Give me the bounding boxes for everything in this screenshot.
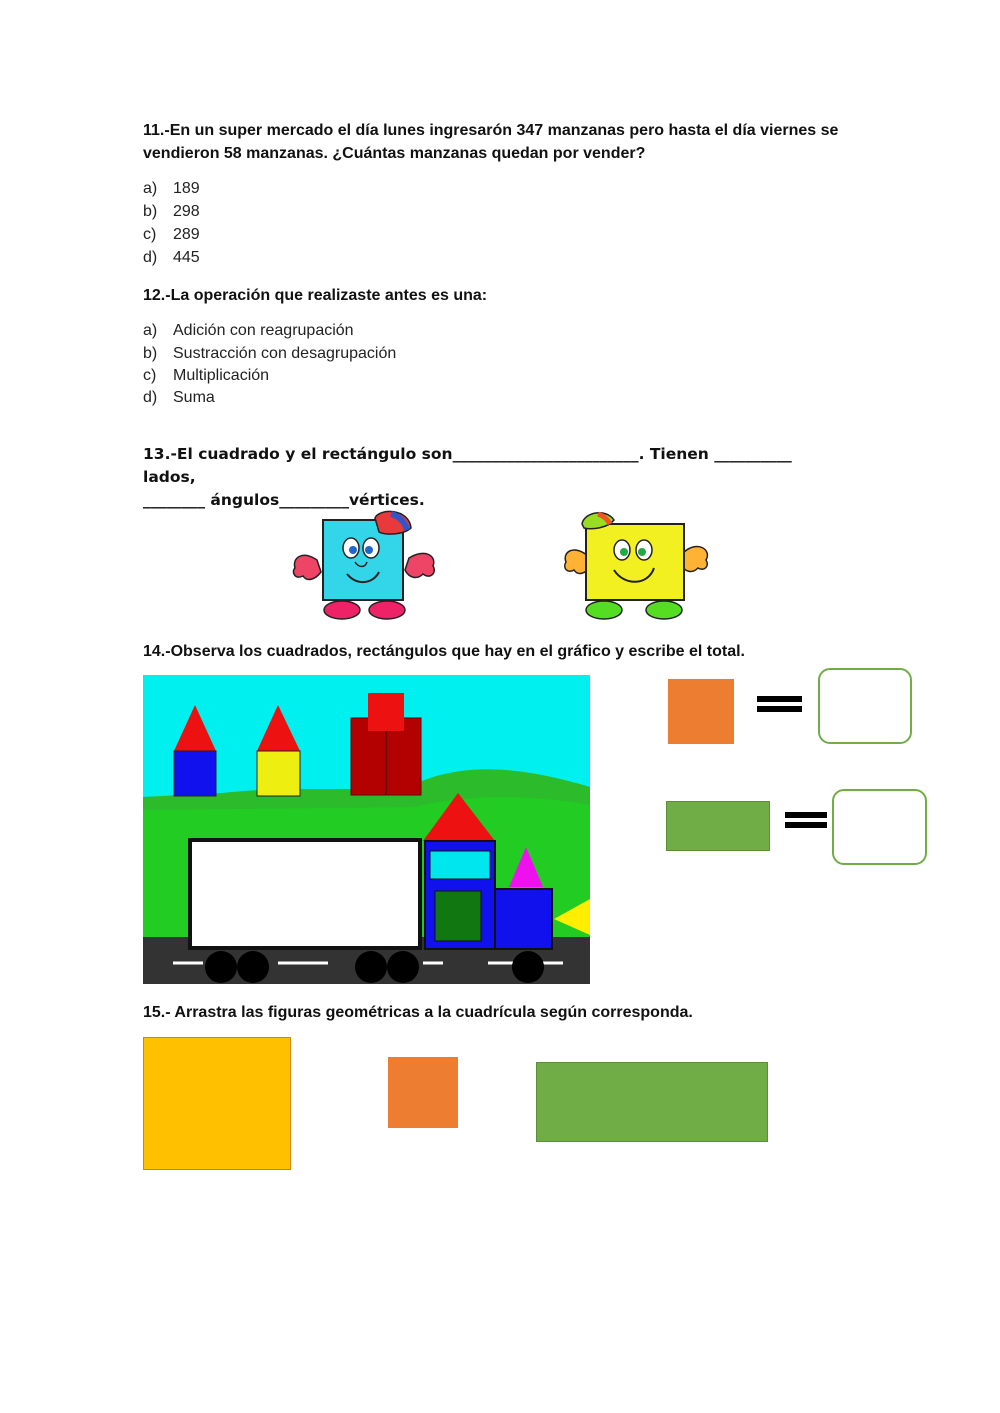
draggable-green-rectangle[interactable] xyxy=(536,1062,768,1142)
q11-option-d[interactable]: d) 445 xyxy=(143,248,200,268)
q11-option-c[interactable]: c) 289 xyxy=(143,225,200,245)
square-mascot-image xyxy=(292,510,435,620)
option-text: Suma xyxy=(173,389,215,406)
option-text: Sustracción con desagrupación xyxy=(173,345,397,362)
green-rectangle-shape xyxy=(666,801,770,851)
option-letter: d) xyxy=(143,249,158,266)
q12-option-c[interactable]: c) Multiplicación xyxy=(143,366,269,386)
option-text: 289 xyxy=(173,226,200,243)
option-letter: a) xyxy=(143,322,158,339)
option-letter: c) xyxy=(143,226,157,243)
option-letter: c) xyxy=(143,367,157,384)
option-text: 189 xyxy=(173,180,200,197)
draggable-orange-square[interactable] xyxy=(388,1057,458,1128)
q15-title: 15.- Arrastra las figuras geométricas a … xyxy=(143,1004,693,1021)
option-letter: b) xyxy=(143,203,158,220)
q11-option-a[interactable]: a) 189 xyxy=(143,179,200,199)
q13-line1: 13.-El cuadrado y el rectángulo son_____… xyxy=(143,445,792,486)
squares-total-answer-box[interactable] xyxy=(818,668,912,744)
q12-option-b[interactable]: b) Sustracción con desagrupación xyxy=(143,344,396,364)
option-letter: a) xyxy=(143,180,158,197)
q14-title: 14.-Observa los cuadrados, rectángulos q… xyxy=(143,643,745,660)
q12-title: 12.-La operación que realizaste antes es… xyxy=(143,287,488,304)
rectangle-mascot-image xyxy=(563,511,709,620)
orange-square-shape xyxy=(668,679,734,744)
q12-option-d[interactable]: d) Suma xyxy=(143,388,215,408)
option-text: Multiplicación xyxy=(173,367,270,384)
q11-title-line1: 11.-En un super mercado el día lunes ing… xyxy=(143,122,839,139)
rectangles-total-answer-box[interactable] xyxy=(832,789,927,865)
option-text: 445 xyxy=(173,249,200,266)
q11-option-b[interactable]: b) 298 xyxy=(143,202,200,222)
q11-title: 11.-En un super mercado el día lunes ing… xyxy=(143,119,863,165)
draggable-yellow-square[interactable] xyxy=(143,1037,291,1170)
q13-title: 13.-El cuadrado y el rectángulo son_____… xyxy=(143,443,843,512)
equals-sign xyxy=(785,812,827,832)
option-text: 298 xyxy=(173,203,200,220)
shapes-scene-image xyxy=(143,675,590,984)
q12-option-a[interactable]: a) Adición con reagrupación xyxy=(143,321,354,341)
equals-sign xyxy=(757,696,802,716)
q11-title-line2: vendieron 58 manzanas. ¿Cuántas manzanas… xyxy=(143,145,646,162)
option-text: Adición con reagrupación xyxy=(173,322,354,339)
q13-line2: ________ ángulos_________vértices. xyxy=(143,491,425,509)
option-letter: d) xyxy=(143,389,158,406)
option-letter: b) xyxy=(143,345,158,362)
